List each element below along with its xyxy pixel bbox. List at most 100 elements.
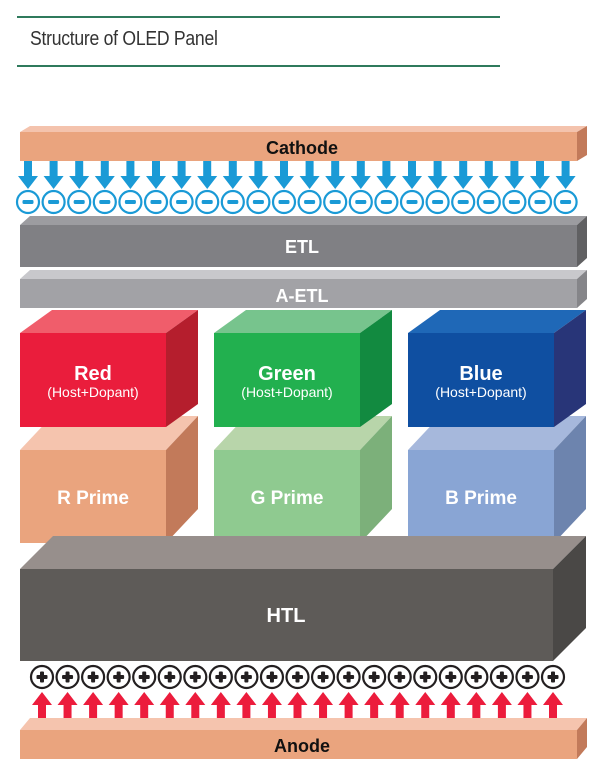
plus-icon-v: [142, 671, 147, 683]
plus-icon-v: [193, 671, 198, 683]
minus-icon: [457, 200, 469, 204]
hole: [310, 664, 336, 690]
up-arrow-icon: [83, 692, 104, 721]
minus-icon: [432, 200, 444, 204]
down-arrow-icon: [402, 160, 422, 189]
emitter-box-side-face: [360, 310, 392, 427]
up-arrow-icon: [313, 692, 334, 721]
up-arrow-icon: [491, 692, 512, 721]
emitter-sublabel: (Host+Dopant): [47, 384, 138, 400]
electron: [425, 189, 450, 215]
minus-icon: [380, 200, 392, 204]
electron: [476, 189, 501, 215]
hole: [362, 664, 387, 690]
prime-label: B Prime: [445, 488, 517, 509]
up-arrow-icon: [236, 692, 257, 721]
prime-box-front-face: [214, 450, 360, 543]
plus-icon-v: [372, 671, 377, 683]
emitter-box-front-face: [408, 333, 554, 427]
hole: [132, 664, 157, 690]
electron-arrow: [171, 160, 192, 189]
htl-wrap: HTL: [20, 536, 586, 661]
up-arrow-icon: [210, 692, 231, 721]
electron-arrow: [94, 160, 115, 189]
hole-row: [29, 664, 566, 721]
minus-icon: [73, 200, 85, 204]
down-arrow-icon: [18, 160, 38, 189]
cathode-box-front-face: [20, 132, 577, 161]
emitter-label: Blue: [459, 363, 502, 385]
up-arrow-icon: [364, 692, 385, 721]
electron: [169, 189, 194, 215]
cathode-box-side-face: [577, 126, 587, 161]
down-arrow-icon: [350, 160, 371, 189]
electron-arrow: [120, 160, 141, 189]
up-arrow-icon: [57, 692, 78, 721]
electron-arrow: [453, 160, 474, 189]
plus-icon-v: [474, 671, 479, 683]
emitter-box: Red(Host+Dopant): [20, 310, 198, 427]
up-arrow-icon: [134, 692, 155, 721]
plus-icon-v: [346, 671, 351, 683]
down-arrow-icon: [120, 160, 141, 189]
cathode-layer: Cathode: [20, 126, 587, 161]
a-etl-layer: A-ETL: [20, 270, 587, 308]
emitter-sublabel: (Host+Dopant): [435, 384, 526, 400]
up-arrow-icon: [185, 692, 206, 721]
plus-icon-v: [40, 671, 44, 683]
htl-box: [20, 536, 586, 661]
emitter-box-side-face: [166, 310, 198, 427]
minus-icon: [201, 200, 213, 204]
electron: [118, 189, 143, 215]
etl-box: [20, 216, 587, 267]
hole: [336, 664, 361, 690]
down-arrow-icon: [427, 160, 448, 189]
minus-icon: [508, 200, 520, 204]
plus-icon-v: [525, 671, 530, 683]
down-arrow-icon: [43, 160, 64, 189]
cathode-label: Cathode: [266, 138, 338, 158]
hole: [259, 664, 285, 690]
plus-icon-v: [167, 671, 172, 683]
down-arrow-icon: [530, 160, 550, 189]
electron-arrow: [427, 160, 448, 189]
hole: [464, 664, 489, 690]
electron: [348, 189, 373, 215]
electron: [323, 189, 348, 215]
plus-icon-v: [65, 671, 70, 683]
electron: [527, 189, 553, 215]
down-arrow-icon: [222, 160, 243, 189]
down-arrow-icon: [299, 160, 320, 189]
minus-icon: [22, 200, 34, 204]
htl-label: HTL: [267, 605, 306, 627]
anode-box-front-face: [20, 730, 577, 759]
down-arrow-icon: [325, 160, 346, 189]
electron-arrow: [146, 160, 166, 189]
electron-arrow: [376, 160, 397, 189]
electron-row: [15, 160, 578, 215]
etl-box-side-face: [577, 216, 587, 267]
down-arrow-icon: [504, 160, 525, 189]
page-title: Structure of OLED Panel: [30, 28, 218, 50]
up-arrow-icon: [261, 692, 282, 721]
plus-icon-v: [295, 671, 300, 683]
prime-box-front-face: [20, 450, 166, 543]
electron-arrow: [402, 160, 422, 189]
a-etl-box-top-face: [20, 270, 587, 279]
hole: [157, 664, 182, 690]
plus-icon-v: [448, 671, 453, 683]
anode-label: Anode: [274, 736, 330, 756]
electron: [399, 189, 425, 215]
electron: [220, 189, 245, 215]
electron-arrow: [350, 160, 371, 189]
minus-icon: [329, 200, 341, 204]
prime-box: R Prime: [20, 416, 198, 543]
up-arrow-icon: [543, 692, 563, 721]
anode-box: [20, 718, 587, 759]
electron: [41, 189, 66, 215]
hole: [80, 664, 106, 690]
electron-arrow: [43, 160, 64, 189]
down-arrow-icon: [453, 160, 474, 189]
a-etl-box-front-face: [20, 279, 577, 308]
